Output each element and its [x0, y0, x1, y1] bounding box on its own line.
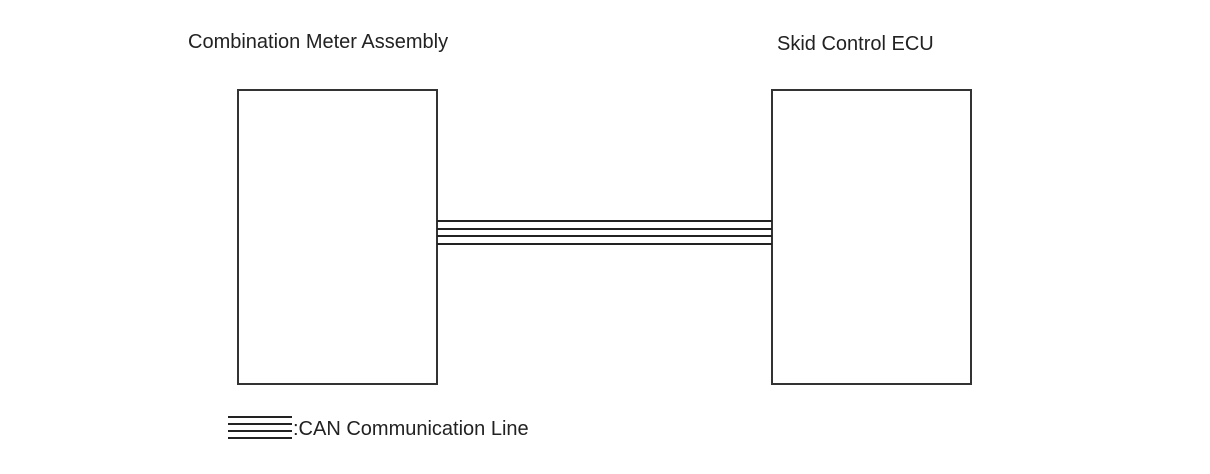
legend-line-stroke	[228, 416, 292, 418]
can-line-stroke	[437, 243, 772, 245]
legend-label: :CAN Communication Line	[293, 418, 529, 440]
can-line-stroke	[437, 235, 772, 237]
can-line-stroke	[437, 228, 772, 230]
legend-line-stroke	[228, 437, 292, 439]
combination-meter-assembly-box	[237, 89, 438, 385]
legend-line-stroke	[228, 430, 292, 432]
combination-meter-assembly-label: Combination Meter Assembly	[188, 31, 449, 53]
skid-control-ecu-label: Skid Control ECU	[777, 33, 934, 55]
legend-line-stroke	[228, 423, 292, 425]
can-line-stroke	[437, 220, 772, 222]
skid-control-ecu-box	[771, 89, 972, 385]
